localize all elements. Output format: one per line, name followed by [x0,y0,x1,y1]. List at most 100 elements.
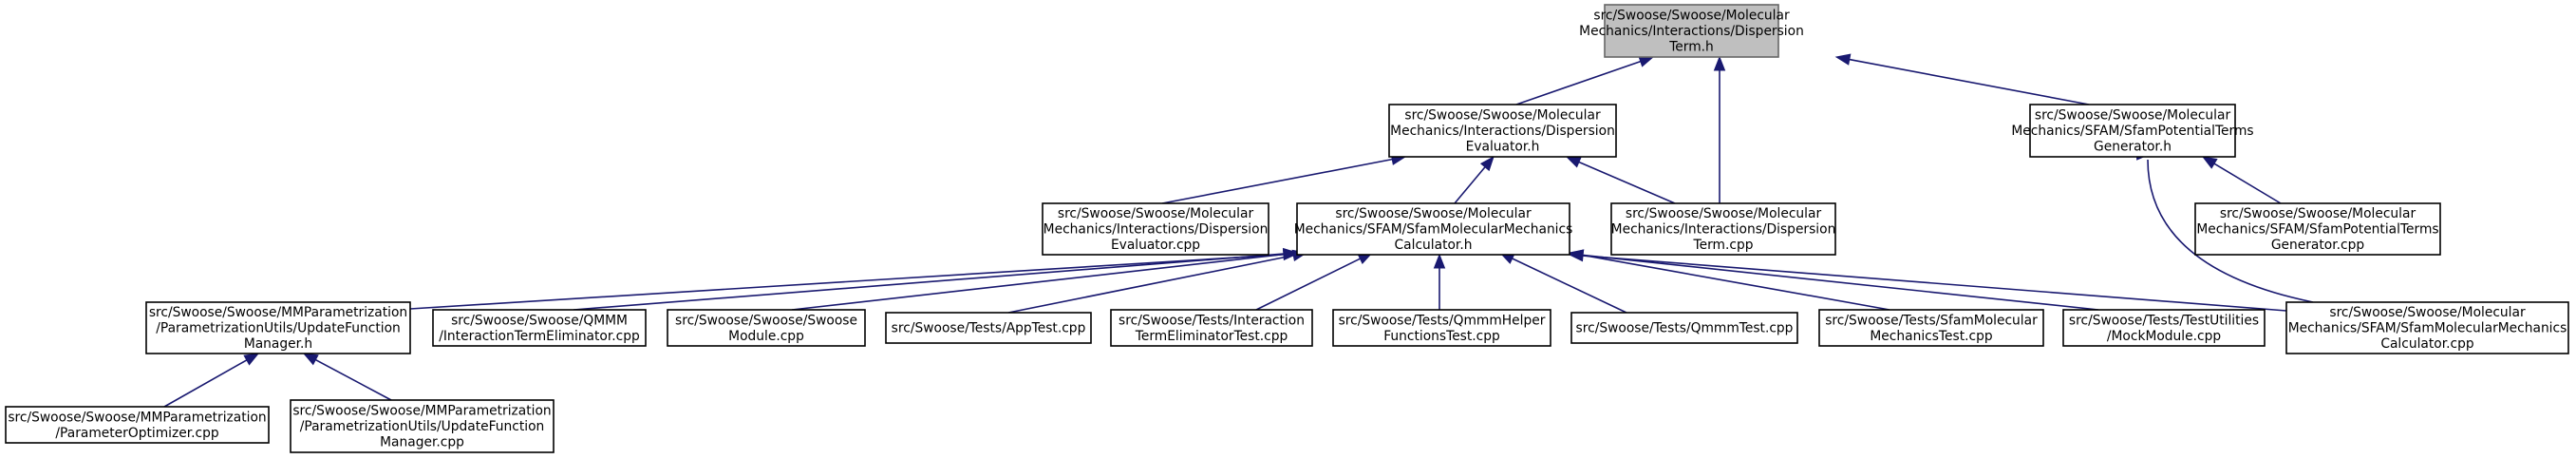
file-node-label: src/Swoose/Swoose/Swoose [675,313,857,328]
file-node-label: src/Swoose/Swoose/Molecular [1626,206,1822,221]
edge-line [2213,163,2282,204]
edge-line [1007,254,1294,314]
file-node-label: Mechanics/SFAM/SfamMolecularMechanics [2288,321,2567,336]
file-node[interactable]: src/Swoose/Swoose/MolecularMechanics/SFA… [1294,202,1573,256]
edge-line [1578,161,1676,204]
file-node-label: src/Swoose/Tests/TestUtilities [2069,313,2259,328]
nodes-layer: src/Swoose/Swoose/MolecularMechanics/Int… [5,4,2569,453]
arrowhead [1479,155,1495,172]
file-node-box [2062,309,2266,347]
edge-n2-includes-n0 [1834,53,2090,105]
file-node-box [1388,104,1617,158]
file-node-box [667,309,866,347]
file-node-label: Mechanics/SFAM/SfamPotentialTerms [2196,222,2438,238]
file-node-label: Mechanics/Interactions/Dispersion [1390,124,1615,139]
file-node-label: Term.h [1668,40,1714,55]
file-node[interactable]: src/Swoose/Swoose/MolecularMechanics/SFA… [2194,202,2441,256]
file-node-label: src/Swoose/Swoose/MMParametrization [149,305,407,320]
file-node-label: Calculator.h [1395,238,1473,253]
file-node[interactable]: src/Swoose/Swoose/MolecularMechanics/Int… [1388,104,1617,158]
arrowhead [1433,253,1446,269]
edge-n11-includes-n4 [1255,252,1374,311]
file-node-label: /ParametrizationUtils/UpdateFunction [300,419,545,434]
file-node-label: src/Swoose/Swoose/Molecular [1335,206,1532,221]
edge-n18-includes-n7 [302,353,392,401]
edge-n17-includes-n7 [163,353,260,408]
file-node[interactable]: src/Swoose/Tests/AppTest.cpp [885,312,1092,344]
file-node-label: src/Swoose/Swoose/Molecular [1058,206,1254,221]
file-node-box [1332,309,1551,347]
edge-line [1582,254,2099,311]
edge-line [2147,159,2314,303]
file-node-label: Mechanics/Interactions/Dispersion [1611,222,1836,238]
edge-n10-includes-n4 [1007,249,1308,314]
file-node[interactable]: src/Swoose/Swoose/MMParametrization/Para… [5,406,270,444]
file-node-label: Module.cpp [728,329,804,344]
file-node-label: Term.cpp [1693,238,1754,253]
edge-n1-includes-n0 [1515,55,1655,105]
file-node[interactable]: src/Swoose/Swoose/QMMM/InteractionTermEl… [432,309,647,347]
edge-n7-includes-n4 [409,248,1299,310]
file-node-label: src/Swoose/Swoose/QMMM [451,313,628,328]
edge-line [1582,254,1890,311]
edge-n4-includes-n1 [1454,155,1495,204]
file-node-label: Mechanics/Interactions/Dispersion [1044,222,1269,238]
file-node-label: src/Swoose/Tests/AppTest.cpp [892,321,1086,336]
file-node[interactable]: src/Swoose/Swoose/MolecularMechanics/SFA… [2285,301,2569,354]
file-node-box [5,406,270,444]
file-node-box [1610,202,1836,256]
edge-line [791,253,1285,311]
edge-n8-includes-n4 [573,247,1299,311]
file-node[interactable]: src/Swoose/Swoose/MolecularMechanics/Int… [1042,202,1269,256]
arrowhead [1568,249,1584,262]
file-node-label: src/Swoose/Swoose/Molecular [2220,206,2416,221]
file-node-box [290,399,555,453]
arrowhead [1565,156,1582,168]
file-node-label: /ParametrizationUtils/UpdateFunction [156,321,401,336]
file-node-label: /MockModule.cpp [2107,329,2221,344]
edge-line [1454,166,1486,204]
file-node[interactable]: src/Swoose/Tests/QmmmHelperFunctionsTest… [1332,309,1551,347]
arrowhead [1638,55,1655,67]
file-node-label: src/Swoose/Swoose/MMParametrization [8,410,266,425]
edge-n16-includes-n4 [1568,249,2287,312]
edge-line [1255,258,1361,311]
file-node-label: Manager.cpp [380,435,464,450]
edge-line [573,253,1285,311]
file-node-box [1042,202,1269,256]
file-node[interactable]: src/Swoose/Swoose/MolecularMechanics/SFA… [2011,104,2254,158]
file-node-label: TermEliminatorTest.cpp [1135,329,1288,344]
file-node[interactable]: src/Swoose/Tests/QmmmTest.cpp [1570,312,1798,344]
edge-n3-includes-n1 [1161,153,1407,204]
file-node[interactable]: src/Swoose/Tests/SfamMolecularMechanicsT… [1818,309,2044,347]
file-node-label: src/Swoose/Tests/SfamMolecular [1825,313,2038,328]
file-node-box [432,309,647,347]
file-node-label: src/Swoose/Swoose/MMParametrization [292,404,551,419]
file-node-box [2029,104,2236,158]
file-node-box [2285,301,2569,354]
file-node-label: Mechanics/SFAM/SfamPotentialTerms [2011,124,2253,139]
file-node[interactable]: src/Swoose/Swoose/MMParametrization/Para… [145,301,411,354]
file-node-box [1110,309,1313,347]
edge-n12-includes-n4 [1433,253,1446,310]
file-node-label: src/Swoose/Swoose/Molecular [1404,108,1601,124]
file-node-label: Manager.h [244,336,312,352]
edge-n5-includes-n1 [1565,156,1676,204]
edge-line [163,359,248,408]
edge-line [314,358,392,401]
edge-line [1582,255,2287,312]
file-node[interactable]: src/Swoose/Tests/InteractionTermEliminat… [1110,309,1313,347]
file-node-box [145,301,411,354]
file-node-label: MechanicsTest.cpp [1870,329,1992,344]
edge-line [1512,258,1627,314]
file-node[interactable]: src/Swoose/Tests/TestUtilities/MockModul… [2062,309,2266,347]
file-node-label: Evaluator.cpp [1111,238,1200,253]
file-node-box [885,312,1092,344]
root-file-node[interactable]: src/Swoose/Swoose/MolecularMechanics/Int… [1579,4,1804,58]
file-node-label: Mechanics/SFAM/SfamMolecularMechanics [1294,222,1573,238]
file-node[interactable]: src/Swoose/Swoose/MMParametrization/Para… [290,399,555,453]
file-node[interactable]: src/Swoose/Swoose/MolecularMechanics/Int… [1610,202,1836,256]
file-node-box [1570,312,1798,344]
